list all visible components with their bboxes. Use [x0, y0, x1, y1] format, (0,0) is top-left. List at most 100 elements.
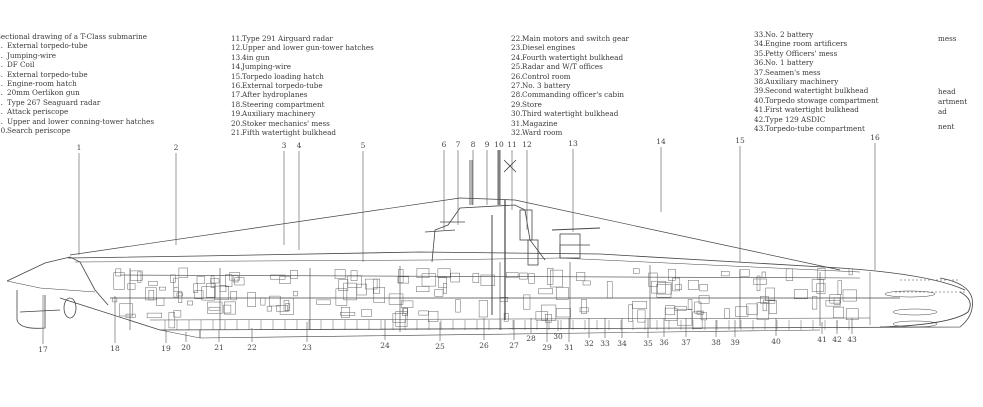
- legend-item: 12.Upper and lower gun-tower hatches: [231, 43, 374, 52]
- legend-item: 10.Search periscope: [0, 126, 154, 135]
- legend-item: 13.4in gun: [231, 53, 374, 62]
- legend-item-number: 13.: [231, 52, 243, 62]
- callout-label: 15: [735, 136, 745, 145]
- callout-label: 33: [600, 339, 610, 348]
- legend-item-number: 33.: [754, 30, 766, 39]
- callout-label: 22: [247, 343, 257, 352]
- callout-label: 12: [522, 140, 532, 149]
- legend-item: 11.Type 291 Airguard radar: [231, 34, 374, 43]
- legend-item-text: Steering compartment: [242, 99, 325, 109]
- legend-item: 34.Engine room artificers: [754, 39, 879, 48]
- callout-label: 9: [485, 140, 490, 149]
- legend-item: 23.Diesel engines: [511, 43, 629, 52]
- legend-item-text: First watertight bulkhead: [765, 105, 859, 115]
- legend-item-text: Store: [522, 99, 542, 109]
- callout-label: 1: [77, 143, 82, 152]
- legend-item: 38.Auxiliary machinery: [754, 77, 879, 86]
- legend-item-number: 7.: [0, 97, 3, 107]
- legend-item-text: DF Coil: [7, 60, 35, 70]
- callout-label: 3: [282, 141, 287, 150]
- legend-item: 9.Upper and lower conning-tower hatches: [0, 117, 154, 126]
- legend-item-number: 29.: [511, 99, 523, 109]
- legend-item-number: 19.: [231, 109, 243, 119]
- legend-item-text: Torpedo-tube compartment: [765, 124, 865, 134]
- callout-label: 16: [870, 133, 880, 142]
- legend-item-number: 39.: [754, 86, 766, 96]
- callout-label: 26: [479, 341, 489, 350]
- legend-fragment: ad: [938, 107, 947, 116]
- radar-cross-icon: [503, 159, 517, 173]
- legend-item: 15.Torpedo loading hatch: [231, 72, 374, 81]
- legend-item-number: 27.: [511, 81, 523, 91]
- legend-column-1: Sectional drawing of a T-Class submarine…: [0, 32, 154, 135]
- legend-title: Sectional drawing of a T-Class submarine: [0, 32, 148, 41]
- legend-item: 37.Seamen's mess: [754, 68, 879, 77]
- legend-item: 6.20mm Oerlikon gun: [0, 88, 154, 97]
- legend-item-text: Seamen's mess: [765, 67, 821, 77]
- callout-label: 18: [110, 344, 120, 353]
- legend-item: 29.Store: [511, 100, 629, 109]
- callout-label: 10: [494, 140, 504, 149]
- legend-item: 28.Commanding officer's cabin: [511, 90, 629, 99]
- legend-item-text: 20mm Oerlikon gun: [7, 88, 80, 98]
- legend-fragment: artment: [938, 97, 968, 106]
- legend-item: 24.Fourth watertight bulkhead: [511, 53, 629, 62]
- legend-item-text: Fourth watertight bulkhead: [522, 52, 624, 62]
- legend-item-number: 12.: [231, 43, 243, 53]
- callout-label: 43: [847, 335, 857, 344]
- callout-label: 40: [771, 337, 781, 346]
- callout-label: 6: [442, 140, 447, 149]
- legend-item-text: External torpedo-tube: [242, 81, 323, 91]
- callout-label: 35: [643, 339, 653, 348]
- callout-label: 4: [297, 141, 302, 150]
- callout-label: 36: [659, 338, 669, 347]
- legend-item: 26.Control room: [511, 72, 629, 81]
- callout-label: 27: [509, 341, 519, 350]
- legend-item-text: Search periscope: [7, 126, 71, 136]
- legend-item-number: 3.: [0, 60, 3, 70]
- hull-outline: [6, 197, 973, 339]
- legend-item: 43.Torpedo-tube compartment: [754, 124, 879, 133]
- legend-item-number: 25.: [511, 62, 523, 72]
- legend-item-text: Main motors and switch gear: [522, 34, 629, 43]
- legend-item: 3. DF Coil: [0, 60, 154, 69]
- legend-item: 39.Second watertight bulkhead: [754, 86, 879, 95]
- legend-item-number: 22.: [511, 34, 523, 43]
- legend-item-number: 24.: [511, 52, 523, 62]
- legend-item-text: Fifth watertight bulkhead: [242, 128, 337, 138]
- callout-label: 17: [38, 345, 48, 354]
- legend-item: 18.Steering compartment: [231, 100, 374, 109]
- legend-item: 20.Stoker mechanics' mess: [231, 119, 374, 128]
- callout-label: 14: [656, 137, 666, 146]
- legend-item: 2.Jumping-wire: [0, 51, 154, 60]
- legend-item: 16.External torpedo-tube: [231, 81, 374, 90]
- legend-item-text: No. 3 battery: [522, 81, 571, 91]
- legend-item-number: 8.: [0, 107, 3, 117]
- legend-item-text: External torpedo-tube: [7, 41, 88, 51]
- callout-label: 5: [361, 141, 366, 150]
- legend-item-number: 9.: [0, 116, 3, 126]
- legend-item-number: 35.: [754, 48, 766, 58]
- callout-label: 38: [711, 338, 721, 347]
- legend-item-number: 40.: [754, 95, 766, 105]
- callout-label: 37: [681, 338, 691, 347]
- callout-label: 39: [730, 338, 740, 347]
- legend-item-text: Diesel engines: [522, 43, 576, 53]
- legend-item-number: 18.: [231, 99, 243, 109]
- legend-item-text: Ward room: [522, 128, 563, 138]
- legend-item-number: 43.: [754, 124, 766, 134]
- legend-item-number: 21.: [231, 128, 243, 138]
- legend-item-text: Type 267 Seaguard radar: [7, 97, 101, 107]
- legend-item-number: 23.: [511, 43, 523, 53]
- legend-item: 22.Main motors and switch gear: [511, 34, 629, 43]
- callout-label: 19: [161, 344, 171, 353]
- legend-item: 40.Torpedo stowage compartment: [754, 96, 879, 105]
- legend-item: 4.External torpedo-tube: [0, 70, 154, 79]
- legend-item-number: 2.: [0, 50, 3, 60]
- callout-label: 28: [526, 334, 536, 343]
- callout-label: 23: [302, 343, 312, 352]
- legend-item-number: 30.: [511, 109, 523, 119]
